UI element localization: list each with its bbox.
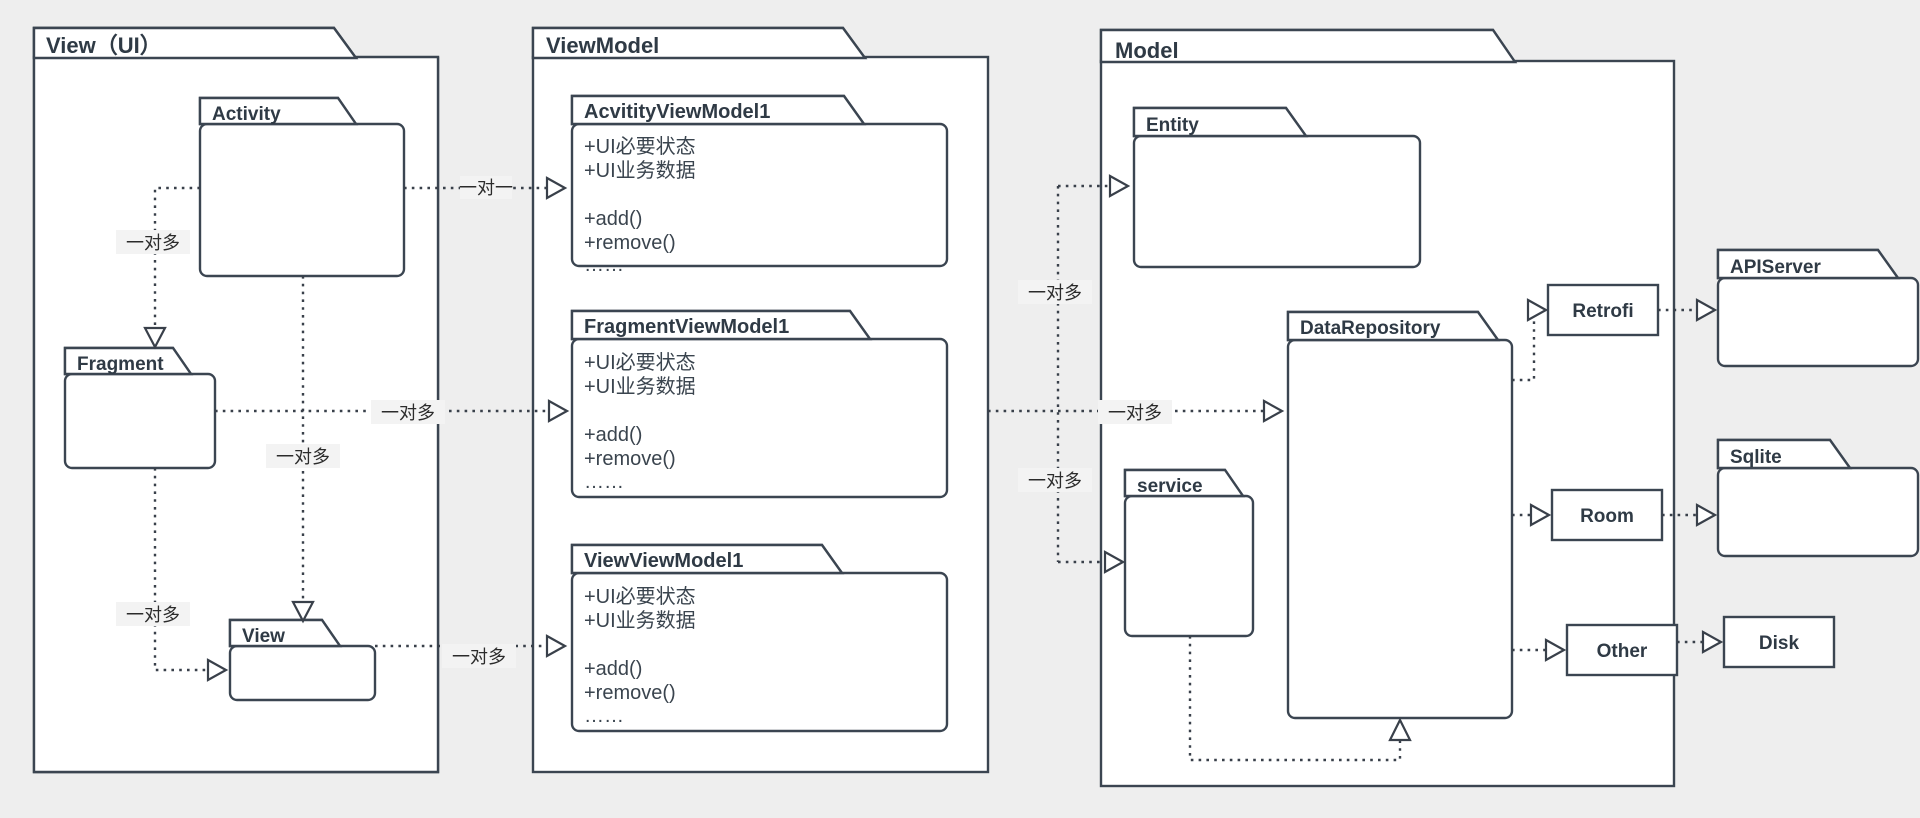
class-activity-viewmodel-title: AcvitityViewModel1: [584, 101, 770, 123]
edge-label-activity-view: 一对多: [276, 447, 330, 467]
package-model-tab-top: [1099, 28, 1518, 64]
class-view-viewmodel-title: ViewViewModel1: [584, 550, 743, 572]
box-other-label: Other: [1597, 641, 1648, 662]
package-viewmodel-tab-top: [531, 26, 868, 60]
box-other-rect: [1565, 623, 1679, 677]
class-data-repository[interactable]: DataRepository: [1286, 310, 1514, 720]
class-data-repository-title: DataRepository: [1300, 318, 1441, 339]
class-fragment-title: Fragment: [77, 354, 164, 375]
class-service-body: [1123, 494, 1255, 638]
member: +remove(): [584, 682, 676, 704]
class-fragment[interactable]: Fragment: [63, 346, 217, 470]
edge-activity-to-view: 一对多: [266, 276, 340, 624]
class-view-tab-top: [228, 618, 343, 648]
class-service-title: service: [1137, 476, 1203, 497]
class-sqlite-body: [1716, 466, 1920, 558]
class-fragment-viewmodel[interactable]: FragmentViewModel1 +UI必要状态 +UI业务数据 +add(…: [570, 309, 949, 499]
class-entity[interactable]: Entity: [1132, 106, 1422, 269]
box-other[interactable]: Other: [1565, 623, 1679, 677]
edge-label-fragment-view: 一对多: [126, 605, 180, 625]
package-viewmodel-title: ViewModel: [546, 33, 659, 58]
box-disk-label: Disk: [1759, 633, 1800, 654]
class-view-viewmodel-tab-top: [570, 543, 845, 575]
member: +add(): [584, 424, 642, 446]
member: +remove(): [584, 232, 676, 254]
class-apiserver-title: APIServer: [1730, 257, 1821, 278]
edge-label-view-vm: 一对多: [452, 647, 506, 667]
class-activity-body: [198, 122, 406, 278]
class-activity-viewmodel-tab-top: [570, 94, 867, 126]
edge-retrofi-to-apiserver: [1658, 298, 1718, 322]
edge-repository-to-retrofi: [1512, 298, 1549, 382]
class-apiserver[interactable]: APIServer: [1716, 248, 1920, 368]
edge-repository-to-room: [1512, 503, 1552, 527]
member: +UI业务数据: [584, 609, 696, 632]
edge-activity-to-activityviewmodel: 一对一: [404, 176, 568, 200]
member: +UI业务数据: [584, 375, 696, 398]
class-data-repository-tab-top: [1286, 310, 1501, 342]
box-room-label: Room: [1580, 506, 1634, 527]
class-entity-title: Entity: [1146, 115, 1199, 136]
box-disk[interactable]: Disk: [1722, 615, 1836, 669]
class-service[interactable]: service: [1123, 468, 1255, 638]
class-data-repository-body: [1286, 338, 1514, 720]
package-model-title: Model: [1115, 38, 1179, 63]
edge-view-to-viewviewmodel: 一对多: [375, 634, 568, 668]
class-sqlite-tab-top: [1716, 438, 1853, 470]
member: ……: [584, 705, 624, 727]
edge-service-to-repository: [1188, 636, 1412, 762]
edge-label-fragment-vm: 一对多: [381, 403, 435, 423]
class-fragment-body: [63, 372, 217, 470]
class-sqlite[interactable]: Sqlite: [1716, 438, 1920, 558]
class-entity-tab-top: [1132, 106, 1309, 138]
class-apiserver-tab-top: [1716, 248, 1901, 280]
member: ……: [584, 254, 624, 276]
edge-other-to-disk: [1677, 630, 1724, 654]
edge-repository-to-other: [1512, 638, 1567, 662]
class-view-body: [228, 644, 377, 702]
member: +add(): [584, 658, 642, 680]
member: +UI必要状态: [584, 585, 696, 608]
class-activity-title: Activity: [212, 104, 281, 125]
class-activity-tab-top: [198, 96, 359, 126]
member: +add(): [584, 208, 642, 230]
class-entity-body: [1132, 134, 1422, 269]
edge-activity-to-fragment: 一对多: [116, 186, 200, 350]
member: +UI业务数据: [584, 159, 696, 182]
package-view-ui-title: View（UI）: [46, 33, 162, 58]
class-activity-viewmodel[interactable]: AcvitityViewModel1 +UI必要状态 +UI业务数据 +add(…: [570, 94, 949, 276]
class-view-viewmodel[interactable]: ViewViewModel1 +UI必要状态 +UI业务数据 +add() +r…: [570, 543, 949, 733]
class-fragment-viewmodel-title: FragmentViewModel1: [584, 316, 789, 338]
class-activity[interactable]: Activity: [198, 96, 406, 278]
edge-label-activity-vm: 一对一: [459, 178, 513, 198]
edge-fragment-to-fragmentviewmodel: 一对多: [215, 399, 570, 424]
box-retrofi-label: Retrofi: [1572, 301, 1633, 322]
class-sqlite-title: Sqlite: [1730, 447, 1782, 468]
box-disk-rect: [1722, 615, 1836, 669]
edge-label-vm-service: 一对多: [1028, 471, 1082, 491]
class-view[interactable]: View: [228, 618, 377, 702]
box-room[interactable]: Room: [1550, 488, 1664, 542]
box-retrofi[interactable]: Retrofi: [1546, 283, 1660, 337]
edge-viewmodel-to-model-trunk: 一对多 一对多 一对多: [988, 174, 1285, 574]
member: +UI必要状态: [584, 351, 696, 374]
edge-fragment-to-view: 一对多: [116, 468, 229, 682]
box-room-rect: [1550, 488, 1664, 542]
member: +UI必要状态: [584, 135, 696, 158]
edge-label-vm-repository: 一对多: [1108, 403, 1162, 423]
class-fragment-tab-top: [63, 346, 194, 376]
edge-label-activity-fragment: 一对多: [126, 233, 180, 253]
class-apiserver-body: [1716, 276, 1920, 368]
class-fragment-viewmodel-tab-top: [570, 309, 873, 341]
edge-room-to-sqlite: [1662, 503, 1718, 527]
member: +remove(): [584, 448, 676, 470]
class-service-tab-top: [1123, 468, 1246, 498]
package-view-ui-tab-top: [32, 26, 359, 60]
member: ……: [584, 471, 624, 493]
edge-label-vm-entity: 一对多: [1028, 283, 1082, 303]
class-view-title: View: [242, 626, 285, 647]
